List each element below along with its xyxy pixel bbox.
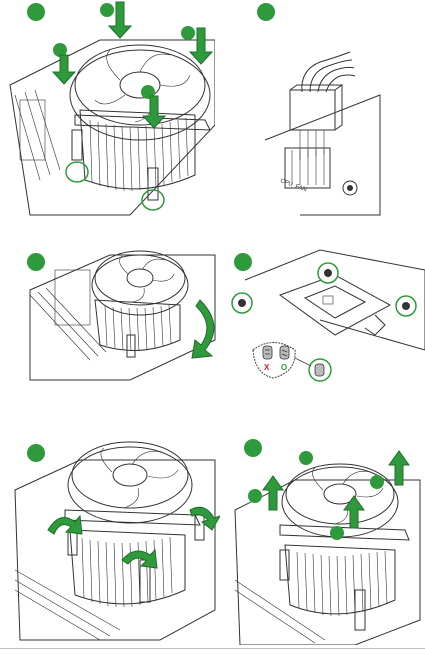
rotate-arrows xyxy=(48,507,220,568)
push-arrows xyxy=(53,2,212,128)
fastener-right xyxy=(280,346,289,359)
step-marker xyxy=(244,439,262,457)
step-marker xyxy=(234,253,252,271)
rotate-arrow xyxy=(192,300,214,358)
heatsink xyxy=(80,110,195,191)
connector-label: CPU_FAN xyxy=(279,178,307,193)
page-divider xyxy=(0,648,425,649)
cpu-fan xyxy=(65,442,200,525)
step-marker xyxy=(27,3,45,21)
orientation-callout: X O xyxy=(253,343,331,382)
panel-remove-rotate xyxy=(0,240,220,400)
cpu-fan xyxy=(70,45,210,140)
panel-fan-connector: CPU_FAN xyxy=(240,0,425,225)
panel-fastener-orientation: X O xyxy=(225,240,425,400)
cpu-socket xyxy=(280,275,390,335)
panel-rotate-fasteners xyxy=(0,430,220,645)
panel-install-push xyxy=(0,0,215,220)
heatsink xyxy=(285,545,395,616)
mark-wrong: X xyxy=(264,363,270,372)
step-marker xyxy=(27,444,45,462)
push-pins xyxy=(66,130,164,210)
mark-right: O xyxy=(281,363,287,372)
heatsink xyxy=(70,530,185,607)
panel-lift-off xyxy=(225,430,425,645)
fastener-wrong xyxy=(263,346,272,359)
step-marker xyxy=(257,3,275,21)
cpu-fan xyxy=(280,464,409,540)
step-marker xyxy=(27,253,45,271)
mounting-holes xyxy=(232,263,416,316)
fan-plug xyxy=(290,85,342,130)
cpu-fan xyxy=(92,251,188,315)
